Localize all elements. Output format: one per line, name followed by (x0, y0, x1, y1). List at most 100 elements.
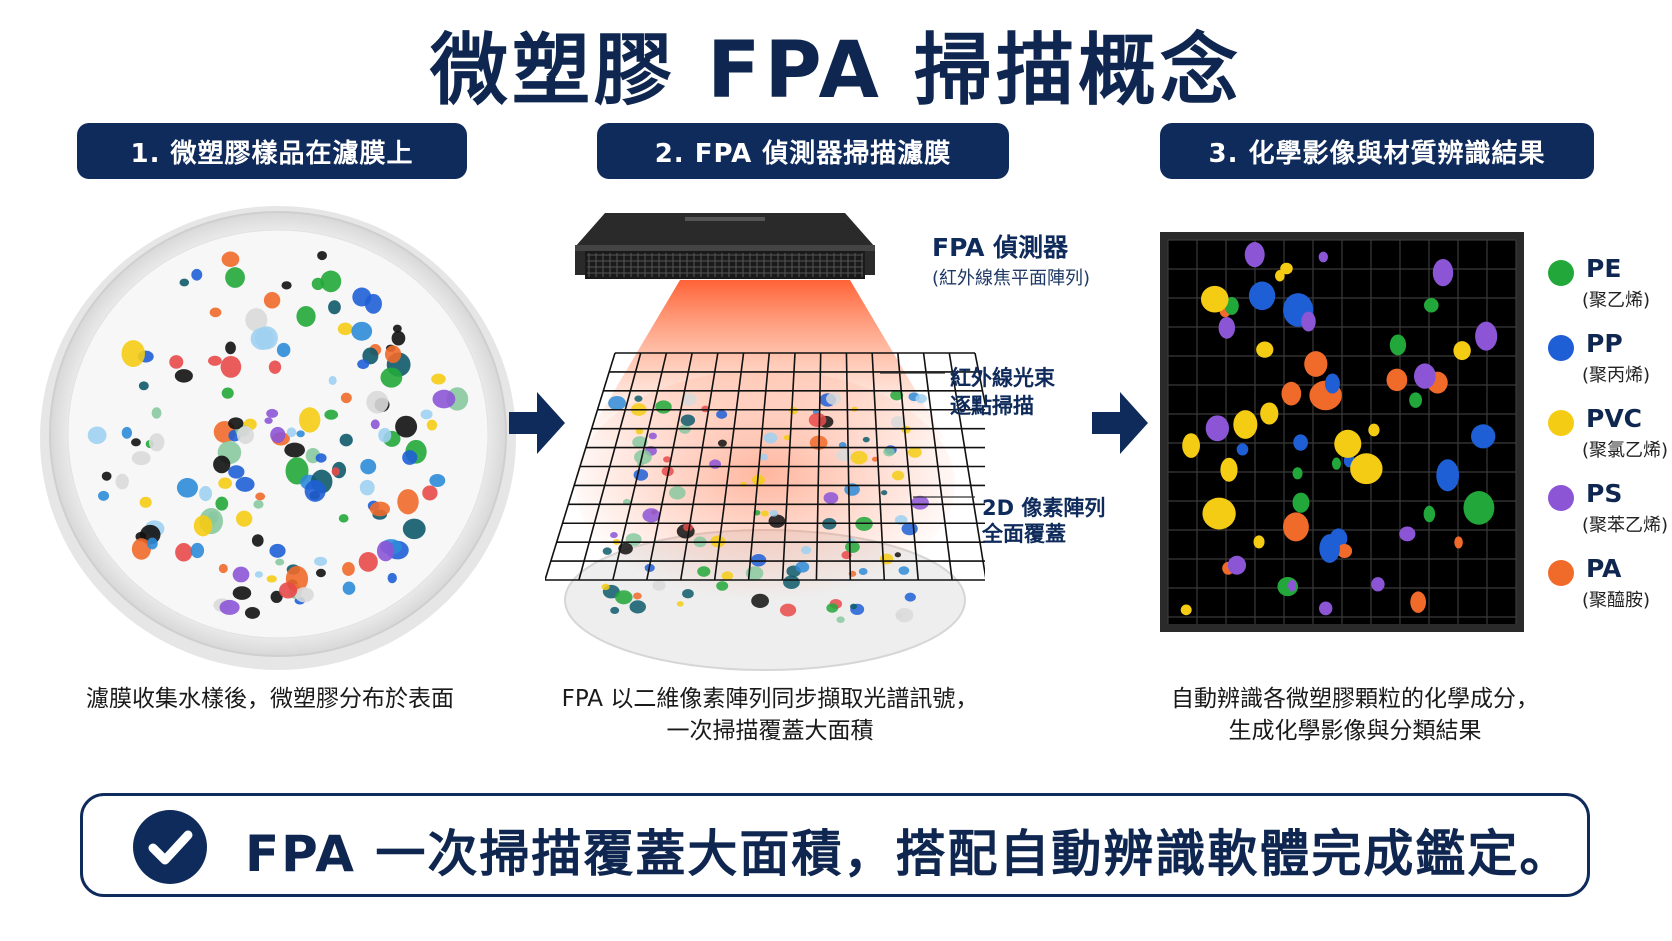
particle (244, 606, 261, 619)
page-title: 微塑膠 FPA 掃描概念 (430, 26, 1242, 116)
particle (131, 438, 141, 447)
particle (176, 477, 198, 498)
conclusion-text: FPA 一次掃描覆蓋大面積，搭配自動辨識軟體完成鑑定。 (245, 825, 1572, 883)
particle (169, 355, 184, 369)
particle (634, 395, 643, 402)
particle (236, 426, 254, 444)
classified-particle (1337, 544, 1353, 559)
particle (759, 453, 768, 461)
particle (138, 381, 149, 391)
particle (221, 387, 234, 399)
particle (199, 485, 213, 502)
legend-name: PP (1586, 329, 1623, 358)
particle (750, 554, 767, 567)
particle (250, 327, 275, 350)
beam-label: 紅外線光束 (950, 366, 1055, 390)
classified-particle (1227, 555, 1247, 575)
particle (220, 355, 242, 378)
particle (761, 510, 769, 517)
particle (235, 510, 253, 527)
particle (340, 392, 352, 404)
particle (849, 603, 857, 610)
particle (890, 390, 904, 401)
particle (87, 426, 107, 445)
particle (296, 306, 316, 327)
particle (228, 465, 245, 479)
particle (139, 496, 152, 508)
particle (251, 534, 264, 547)
beam-sublabel: 逐點掃描 (950, 394, 1034, 418)
particle (395, 415, 418, 438)
particle (315, 453, 327, 463)
particle (284, 442, 305, 458)
particle (629, 600, 646, 614)
particle (783, 434, 791, 441)
particle (618, 542, 633, 555)
particle (268, 360, 282, 374)
particle (324, 409, 339, 420)
particle (369, 501, 391, 517)
particle (270, 426, 286, 443)
particle (296, 430, 305, 438)
particle (432, 389, 456, 409)
legend-sub: (聚乙烯) (1582, 290, 1651, 311)
classified-particle (1281, 381, 1302, 406)
particle (190, 542, 205, 559)
classified-particle (1475, 321, 1498, 351)
particle (328, 300, 341, 315)
classified-particle (1399, 526, 1416, 542)
classified-particle (1319, 534, 1340, 563)
particle (219, 599, 240, 615)
classified-particle (1454, 536, 1463, 549)
classified-particle (1200, 285, 1229, 313)
particle (360, 458, 377, 475)
particle (610, 606, 620, 614)
particle (397, 489, 419, 515)
particle (342, 581, 356, 595)
caption-line: 生成化學影像與分類結果 (1228, 718, 1482, 744)
classified-particle (1293, 434, 1308, 451)
particle (836, 448, 852, 462)
particle (898, 566, 910, 575)
step1-caption: 濾膜收集水樣後，微塑膠分布於表面 (40, 683, 500, 715)
classified-particle (1386, 368, 1408, 392)
particle (391, 330, 406, 346)
classified-particle (1282, 512, 1309, 542)
particle (225, 267, 245, 288)
pe-color-swatch (1548, 260, 1574, 286)
caption-line: 濾膜收集水樣後，微塑膠分布於表面 (86, 686, 454, 712)
particle (213, 455, 231, 474)
particle (263, 292, 281, 309)
particle (151, 407, 162, 419)
particle (717, 439, 727, 447)
arrow-right-icon (509, 392, 565, 454)
particle (883, 447, 895, 457)
particle (850, 450, 868, 465)
particle (121, 426, 133, 439)
particle (175, 543, 193, 562)
particle (652, 580, 666, 591)
particle (871, 456, 879, 462)
particle (879, 553, 894, 565)
classified-particle (1182, 433, 1200, 458)
particle (836, 616, 845, 623)
particle (218, 477, 233, 489)
ps-color-swatch (1548, 485, 1574, 511)
particle (270, 590, 283, 603)
particle (221, 251, 240, 267)
particle (351, 321, 373, 341)
classified-particle (1334, 429, 1362, 458)
particle (769, 509, 779, 517)
particle (795, 561, 810, 573)
particle (402, 518, 426, 540)
particle (98, 490, 110, 501)
classified-particle (1409, 392, 1423, 408)
particle (266, 408, 279, 418)
particle (218, 563, 228, 574)
particle (304, 480, 326, 502)
particle (716, 410, 728, 419)
particle (264, 417, 273, 424)
particle (751, 593, 769, 608)
step1-header: 1. 微塑膠樣品在濾膜上 (77, 123, 467, 179)
particle (634, 449, 652, 465)
